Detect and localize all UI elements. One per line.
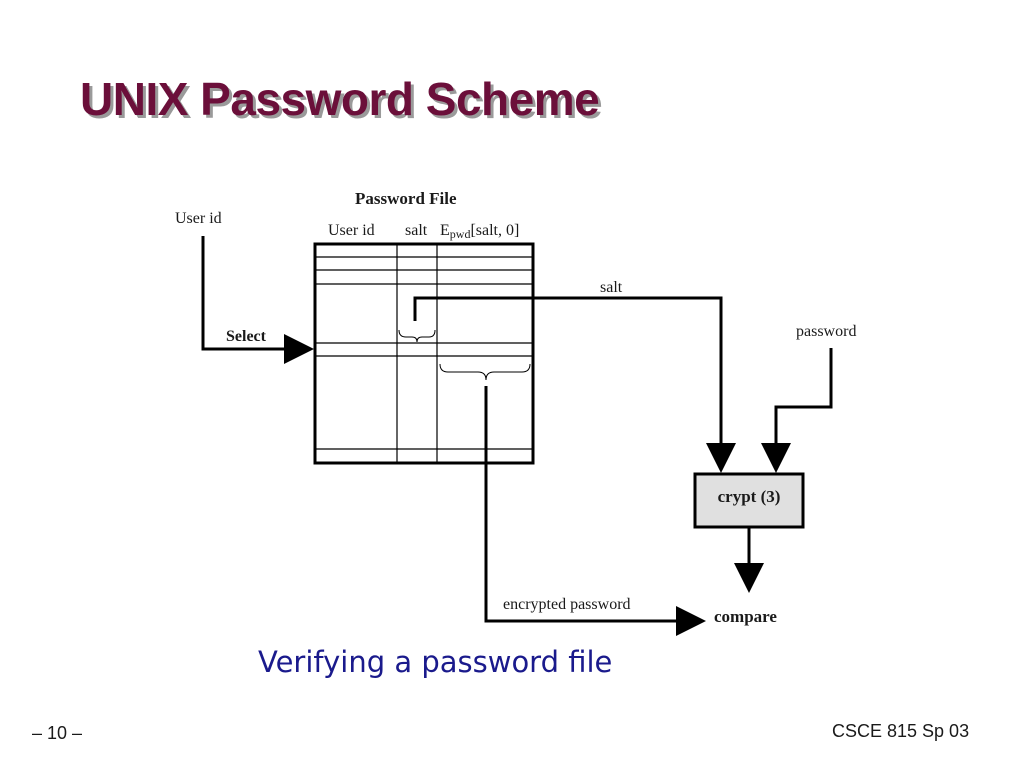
select-label: Select	[226, 328, 267, 345]
epwd-subscript: pwd	[450, 227, 471, 241]
slide-title: UNIX Password Scheme	[80, 73, 600, 125]
page-number: – 10 –	[32, 723, 83, 743]
encrypted-brace	[439, 363, 531, 381]
password-input-label: password	[796, 323, 856, 340]
user-id-input-label: User id	[175, 210, 222, 227]
course-label: CSCE 815 Sp 03	[832, 721, 970, 741]
salt-brace	[398, 329, 436, 343]
encrypted-password-arrow	[484, 386, 706, 636]
column-header-user-id: User id	[328, 222, 375, 239]
column-header-salt: salt	[405, 222, 428, 239]
crypt-box	[693, 472, 805, 529]
password-file-table	[313, 242, 535, 465]
compare-label: compare	[714, 607, 777, 626]
column-header-encrypted: Epwd[salt, 0]	[440, 222, 519, 241]
epwd-prefix: E	[440, 222, 450, 239]
slide-caption: Verifying a password file	[258, 645, 613, 679]
password-file-title: Password File	[355, 189, 457, 208]
user-id-arrow	[201, 236, 314, 364]
salt-flow-label: salt	[600, 279, 623, 296]
table-border	[313, 242, 535, 465]
epwd-suffix: [salt, 0]	[470, 222, 519, 239]
salt-arrow	[413, 296, 736, 473]
password-arrow	[761, 348, 833, 473]
encrypted-password-label: encrypted password	[503, 596, 631, 613]
crypt-label: crypt (3)	[718, 487, 781, 506]
